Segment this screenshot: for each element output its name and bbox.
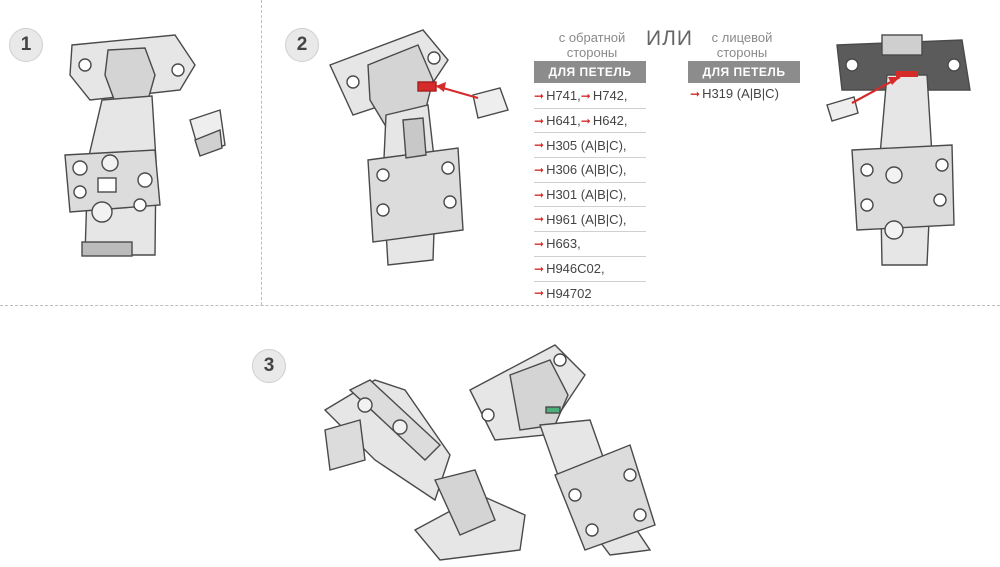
arrow-right-icon: ➞ xyxy=(534,212,545,227)
arrow-right-icon: ➞ xyxy=(534,88,545,103)
step-3-badge: 3 xyxy=(252,349,286,383)
vertical-divider xyxy=(261,0,262,305)
front-side-caption: с лицевой стороны xyxy=(711,30,773,60)
back-side-caption: с обратной стороны xyxy=(558,30,626,60)
step-1-hinge-illustration xyxy=(64,34,226,257)
step-2-badge: 2 xyxy=(285,28,319,62)
model-row: ➞H961 (A|B|C), xyxy=(534,207,646,233)
horizontal-divider xyxy=(0,305,1000,306)
model-row: ➞H305 (A|B|C), xyxy=(534,133,646,159)
arrow-right-icon: ➞ xyxy=(580,88,591,103)
arrow-right-icon: ➞ xyxy=(534,187,545,202)
model-row: ➞H946C02, xyxy=(534,257,646,282)
arrow-right-icon: ➞ xyxy=(534,162,545,177)
step-1-badge: 1 xyxy=(9,28,43,62)
arrow-right-icon: ➞ xyxy=(534,138,545,153)
model-row: ➞H306 (A|B|C), xyxy=(534,158,646,183)
model-row: ➞H663, xyxy=(534,232,646,257)
or-label: ИЛИ xyxy=(646,27,693,50)
front-hinge-model: ➞H319 (A|B|C) xyxy=(690,86,779,101)
back-hinges-header: ДЛЯ ПЕТЕЛЬ xyxy=(534,61,646,83)
arrow-right-icon: ➞ xyxy=(580,113,591,128)
arrow-right-icon: ➞ xyxy=(534,236,545,251)
arrow-right-icon: ➞ xyxy=(534,286,545,301)
arrow-right-icon: ➞ xyxy=(534,113,545,128)
step-2-front-hinge-illustration xyxy=(826,34,971,266)
arrow-right-icon: ➞ xyxy=(534,261,545,276)
model-row: ➞H741,➞H742, xyxy=(534,84,646,109)
step-3-assembled-hinges-illustration xyxy=(323,344,656,561)
model-row: ➞H641,➞H642, xyxy=(534,109,646,134)
front-hinges-header: ДЛЯ ПЕТЕЛЬ xyxy=(688,61,800,83)
model-row: ➞H301 (A|B|C), xyxy=(534,183,646,208)
arrow-right-icon: ➞ xyxy=(690,87,701,101)
step-2-back-hinge-illustration xyxy=(329,29,509,266)
model-row: ➞H94702 xyxy=(534,285,592,301)
back-hinge-model-list: ➞H741,➞H742, ➞H641,➞H642, ➞H305 (A|B|C),… xyxy=(534,84,646,305)
